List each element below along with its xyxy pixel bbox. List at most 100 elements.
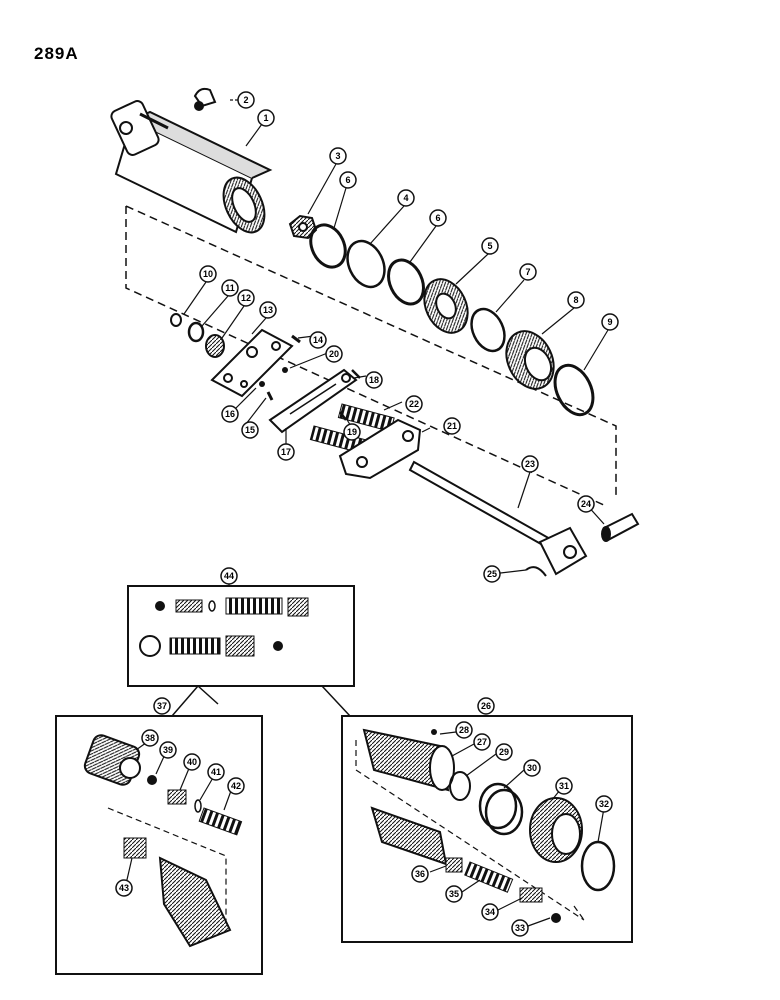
svg-text:15: 15 [245, 425, 255, 435]
callout-30: 30 [523, 759, 541, 777]
svg-text:17: 17 [281, 447, 291, 457]
callout-1: 1 [257, 109, 275, 127]
callout-18: 18 [365, 371, 383, 389]
svg-text:21: 21 [447, 421, 457, 431]
callout-25: 25 [483, 565, 501, 583]
retaining-ring [387, 258, 425, 306]
callout-43: 43 [115, 879, 133, 897]
callout-6: 6 [339, 171, 357, 189]
seal [205, 334, 225, 358]
svg-text:3: 3 [335, 151, 340, 161]
pin [266, 391, 274, 401]
callout-5: 5 [481, 237, 499, 255]
callout-37: 37 [153, 697, 171, 715]
callout-29: 29 [495, 743, 513, 761]
assembly-dashed-outline [125, 205, 617, 507]
piston-rod [408, 460, 588, 576]
elbow-fitting [193, 87, 217, 111]
svg-text:9: 9 [607, 317, 612, 327]
callout-31: 31 [555, 777, 573, 795]
callout-28: 28 [455, 721, 473, 739]
svg-text:25: 25 [487, 569, 497, 579]
callout-6: 6 [429, 209, 447, 227]
retaining-ring [309, 223, 347, 269]
svg-text:7: 7 [525, 267, 530, 277]
callout-13: 13 [259, 301, 277, 319]
callout-15: 15 [241, 421, 259, 439]
yoke [338, 418, 422, 480]
pin [339, 411, 347, 421]
piston [423, 278, 469, 334]
svg-text:32: 32 [599, 799, 609, 809]
callout-leaders [183, 99, 609, 575]
svg-text:33: 33 [515, 923, 525, 933]
small-o-ring [170, 313, 182, 327]
svg-text:36: 36 [415, 869, 425, 879]
svg-text:19: 19 [347, 427, 357, 437]
callout-10: 10 [199, 265, 217, 283]
svg-text:13: 13 [263, 305, 273, 315]
callout-34: 34 [481, 903, 499, 921]
svg-text:6: 6 [345, 175, 350, 185]
cotter-pin [525, 566, 547, 577]
ball [259, 381, 265, 387]
callout-22: 22 [405, 395, 423, 413]
washer [187, 321, 205, 343]
callout-19: 19 [343, 423, 361, 441]
callout-41: 41 [207, 763, 225, 781]
svg-text:39: 39 [163, 745, 173, 755]
svg-text:34: 34 [485, 907, 495, 917]
svg-text:44: 44 [224, 571, 234, 581]
callout-26: 26 [477, 697, 495, 715]
svg-text:27: 27 [477, 737, 487, 747]
svg-text:28: 28 [459, 725, 469, 735]
callout-16: 16 [221, 405, 239, 423]
callout-14: 14 [309, 331, 327, 349]
svg-text:31: 31 [559, 781, 569, 791]
o-ring [346, 239, 386, 289]
mounting-plate [210, 328, 294, 398]
svg-text:5: 5 [487, 241, 492, 251]
svg-text:20: 20 [329, 349, 339, 359]
svg-text:40: 40 [187, 757, 197, 767]
svg-text:4: 4 [403, 193, 408, 203]
snap-ring [553, 363, 595, 417]
callout-44: 44 [220, 567, 238, 585]
svg-text:26: 26 [481, 701, 491, 711]
callout-2: 2 [237, 91, 255, 109]
callout-39: 39 [159, 741, 177, 759]
callout-38: 38 [141, 729, 159, 747]
o-ring [470, 307, 506, 353]
svg-text:24: 24 [581, 499, 591, 509]
callout-40: 40 [183, 753, 201, 771]
callout-32: 32 [595, 795, 613, 813]
callout-24: 24 [577, 495, 595, 513]
callout-11: 11 [221, 279, 239, 297]
svg-text:10: 10 [203, 269, 213, 279]
svg-text:2: 2 [243, 95, 248, 105]
callout-27: 27 [473, 733, 491, 751]
pin [291, 334, 301, 344]
svg-text:23: 23 [525, 459, 535, 469]
svg-text:38: 38 [145, 733, 155, 743]
svg-text:30: 30 [527, 763, 537, 773]
callout-8: 8 [567, 291, 585, 309]
svg-text:43: 43 [119, 883, 129, 893]
callout-36: 36 [411, 865, 429, 883]
callout-42: 42 [227, 777, 245, 795]
callout-9: 9 [601, 313, 619, 331]
svg-text:8: 8 [573, 295, 578, 305]
callout-33: 33 [511, 919, 529, 937]
cylinder-body [110, 100, 273, 234]
gland [505, 330, 555, 390]
svg-text:22: 22 [409, 399, 419, 409]
callout-4: 4 [397, 189, 415, 207]
callout-3: 3 [329, 147, 347, 165]
callout-21: 21 [443, 417, 461, 435]
svg-text:1: 1 [263, 113, 268, 123]
ball [282, 367, 288, 373]
callout-35: 35 [445, 885, 463, 903]
svg-text:41: 41 [211, 767, 221, 777]
clevis-pin [601, 512, 640, 542]
